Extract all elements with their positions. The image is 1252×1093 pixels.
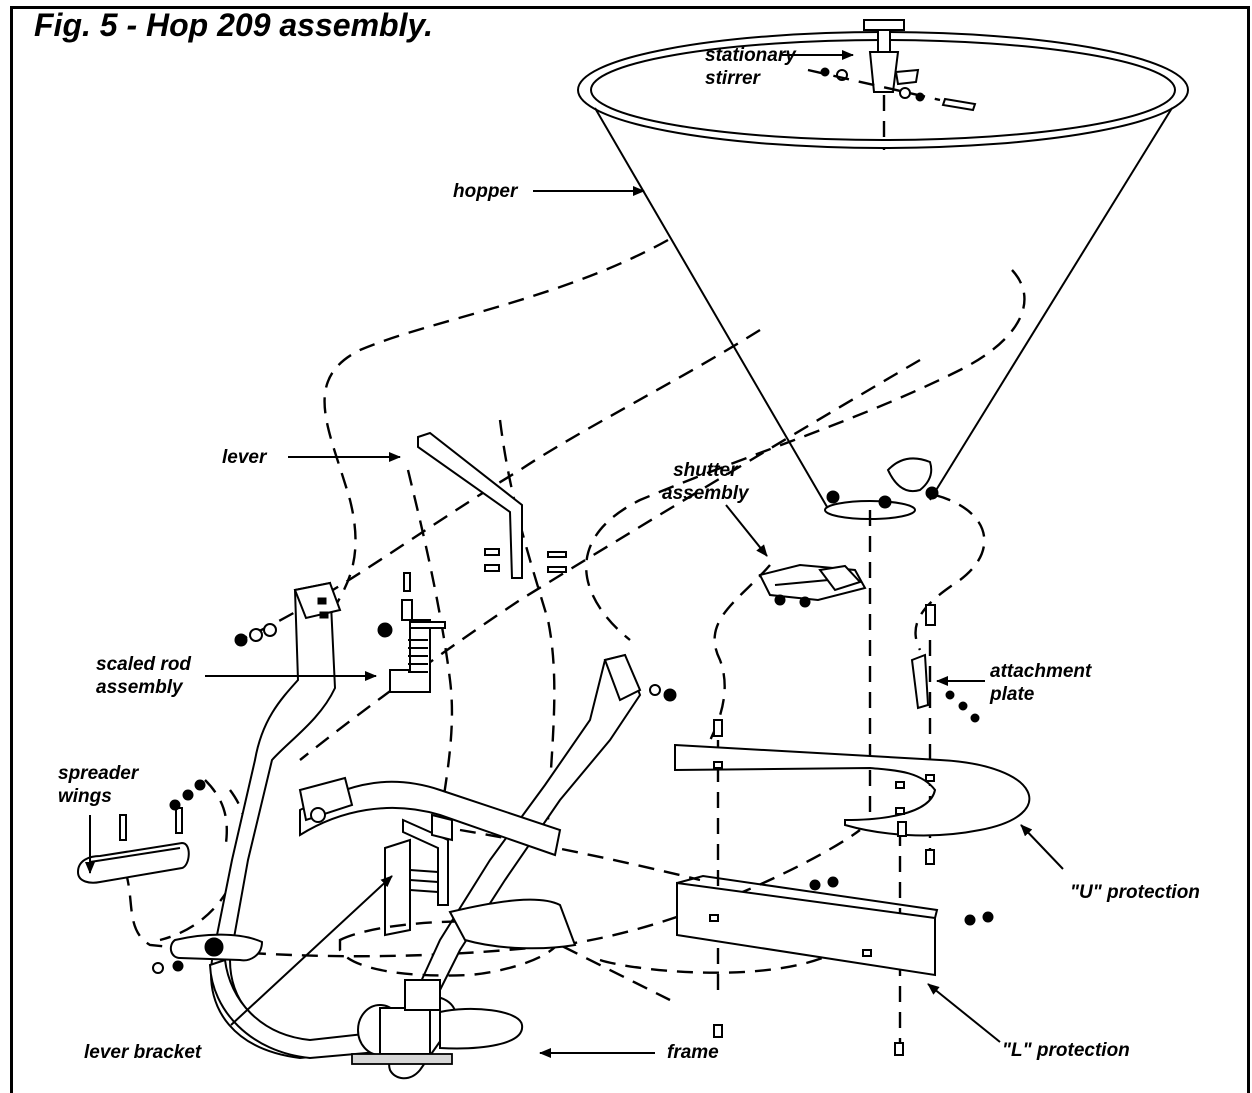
label-attachment-line2: plate <box>990 684 1035 705</box>
border-right <box>1247 6 1250 1093</box>
figure-title: Fig. 5 - Hop 209 assembly. <box>34 7 433 43</box>
label-spreader-line1: spreader <box>58 763 139 784</box>
label-shutter-line2: assembly <box>662 483 749 504</box>
lever-part <box>417 431 567 579</box>
label-lever: lever <box>222 447 267 468</box>
label-hopper: hopper <box>453 181 518 202</box>
spreader-wings-part <box>76 779 228 884</box>
callout-arrows <box>85 50 1064 1058</box>
frame-part <box>152 581 677 1080</box>
label-scaled-rod-line2: assembly <box>96 677 183 698</box>
scaled-rod-assembly-part <box>377 572 446 693</box>
label-shutter-line1: shutter <box>673 460 738 481</box>
label-stationary-stirrer-line2: stirrer <box>705 68 760 89</box>
label-spreader-line2: wings <box>58 786 112 807</box>
label-stationary-stirrer-line1: stationary <box>705 45 796 66</box>
label-attachment-line1: attachment <box>990 661 1092 682</box>
border-left <box>10 6 13 1093</box>
label-spreader-wings: spreader wings <box>58 762 138 808</box>
label-frame: frame <box>667 1042 719 1063</box>
label-attachment-plate: attachment plate <box>990 660 1091 706</box>
label-scaled-rod-line1: scaled rod <box>96 654 192 675</box>
u-protection-part <box>674 719 1031 865</box>
label-lever-bracket: lever bracket <box>84 1042 202 1063</box>
l-protection-part <box>676 874 994 1056</box>
label-l-protection: "L" protection <box>1002 1040 1130 1061</box>
label-u-protection: "U" protection <box>1070 882 1200 903</box>
label-stationary-stirrer: stationary stirrer <box>705 44 796 90</box>
shutter-assembly-part <box>758 563 867 608</box>
border-top <box>10 6 1250 9</box>
attachment-plate-part <box>910 604 980 723</box>
label-shutter-assembly: shutter assembly <box>662 459 749 505</box>
label-scaled-rod-assembly: scaled rod assembly <box>96 653 191 699</box>
stationary-stirrer-part <box>807 19 977 150</box>
